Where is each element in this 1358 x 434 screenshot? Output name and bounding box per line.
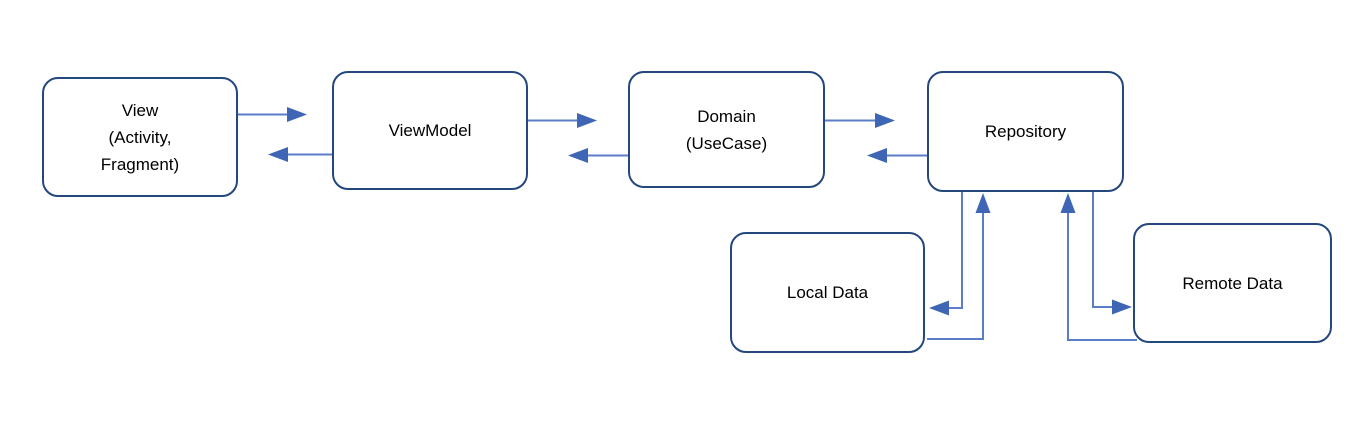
- arrow-repository-to-domain: [867, 148, 927, 163]
- arrow-view-to-viewmodel: [238, 107, 307, 122]
- node-view-label: View (Activity, Fragment): [100, 100, 180, 174]
- arrow-remote-data-to-repository: [1060, 193, 1137, 341]
- node-remote-data-label: Remote Data: [1182, 273, 1283, 293]
- node-repository-label: Repository: [984, 122, 1067, 141]
- arrow-repository-to-remote-data: [1092, 192, 1132, 315]
- arrow-domain-to-viewmodel: [568, 148, 628, 163]
- node-local-data-label: Local Data: [786, 283, 869, 302]
- arrow-viewmodel-to-domain: [528, 113, 597, 128]
- node-remote-data: Remote Data: [1133, 223, 1332, 343]
- arrow-repository-to-local-data: [929, 192, 963, 316]
- arrow-local-data-to-repository: [927, 193, 991, 340]
- node-domain: Domain (UseCase): [628, 71, 825, 188]
- node-viewmodel-label: ViewModel: [388, 121, 472, 140]
- arrow-viewmodel-to-view: [268, 147, 332, 162]
- node-viewmodel: ViewModel: [332, 71, 528, 190]
- arrow-domain-to-repository: [825, 113, 895, 128]
- node-local-data: Local Data: [730, 232, 925, 353]
- node-repository: Repository: [927, 71, 1124, 192]
- node-domain-label: Domain (UseCase): [685, 106, 768, 153]
- node-view: View (Activity, Fragment): [42, 77, 238, 197]
